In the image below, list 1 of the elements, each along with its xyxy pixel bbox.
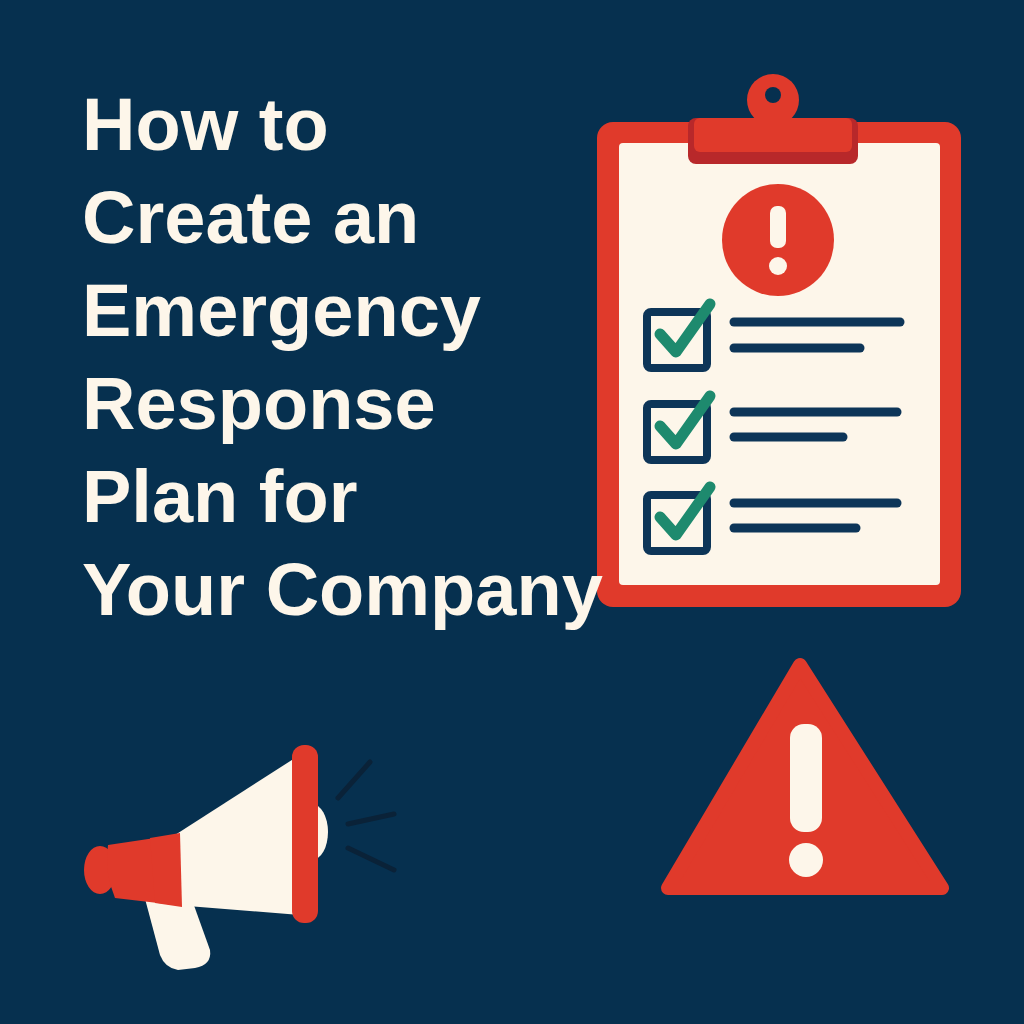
title: How to Create an Emergency Response Plan for Your Company bbox=[82, 82, 603, 633]
